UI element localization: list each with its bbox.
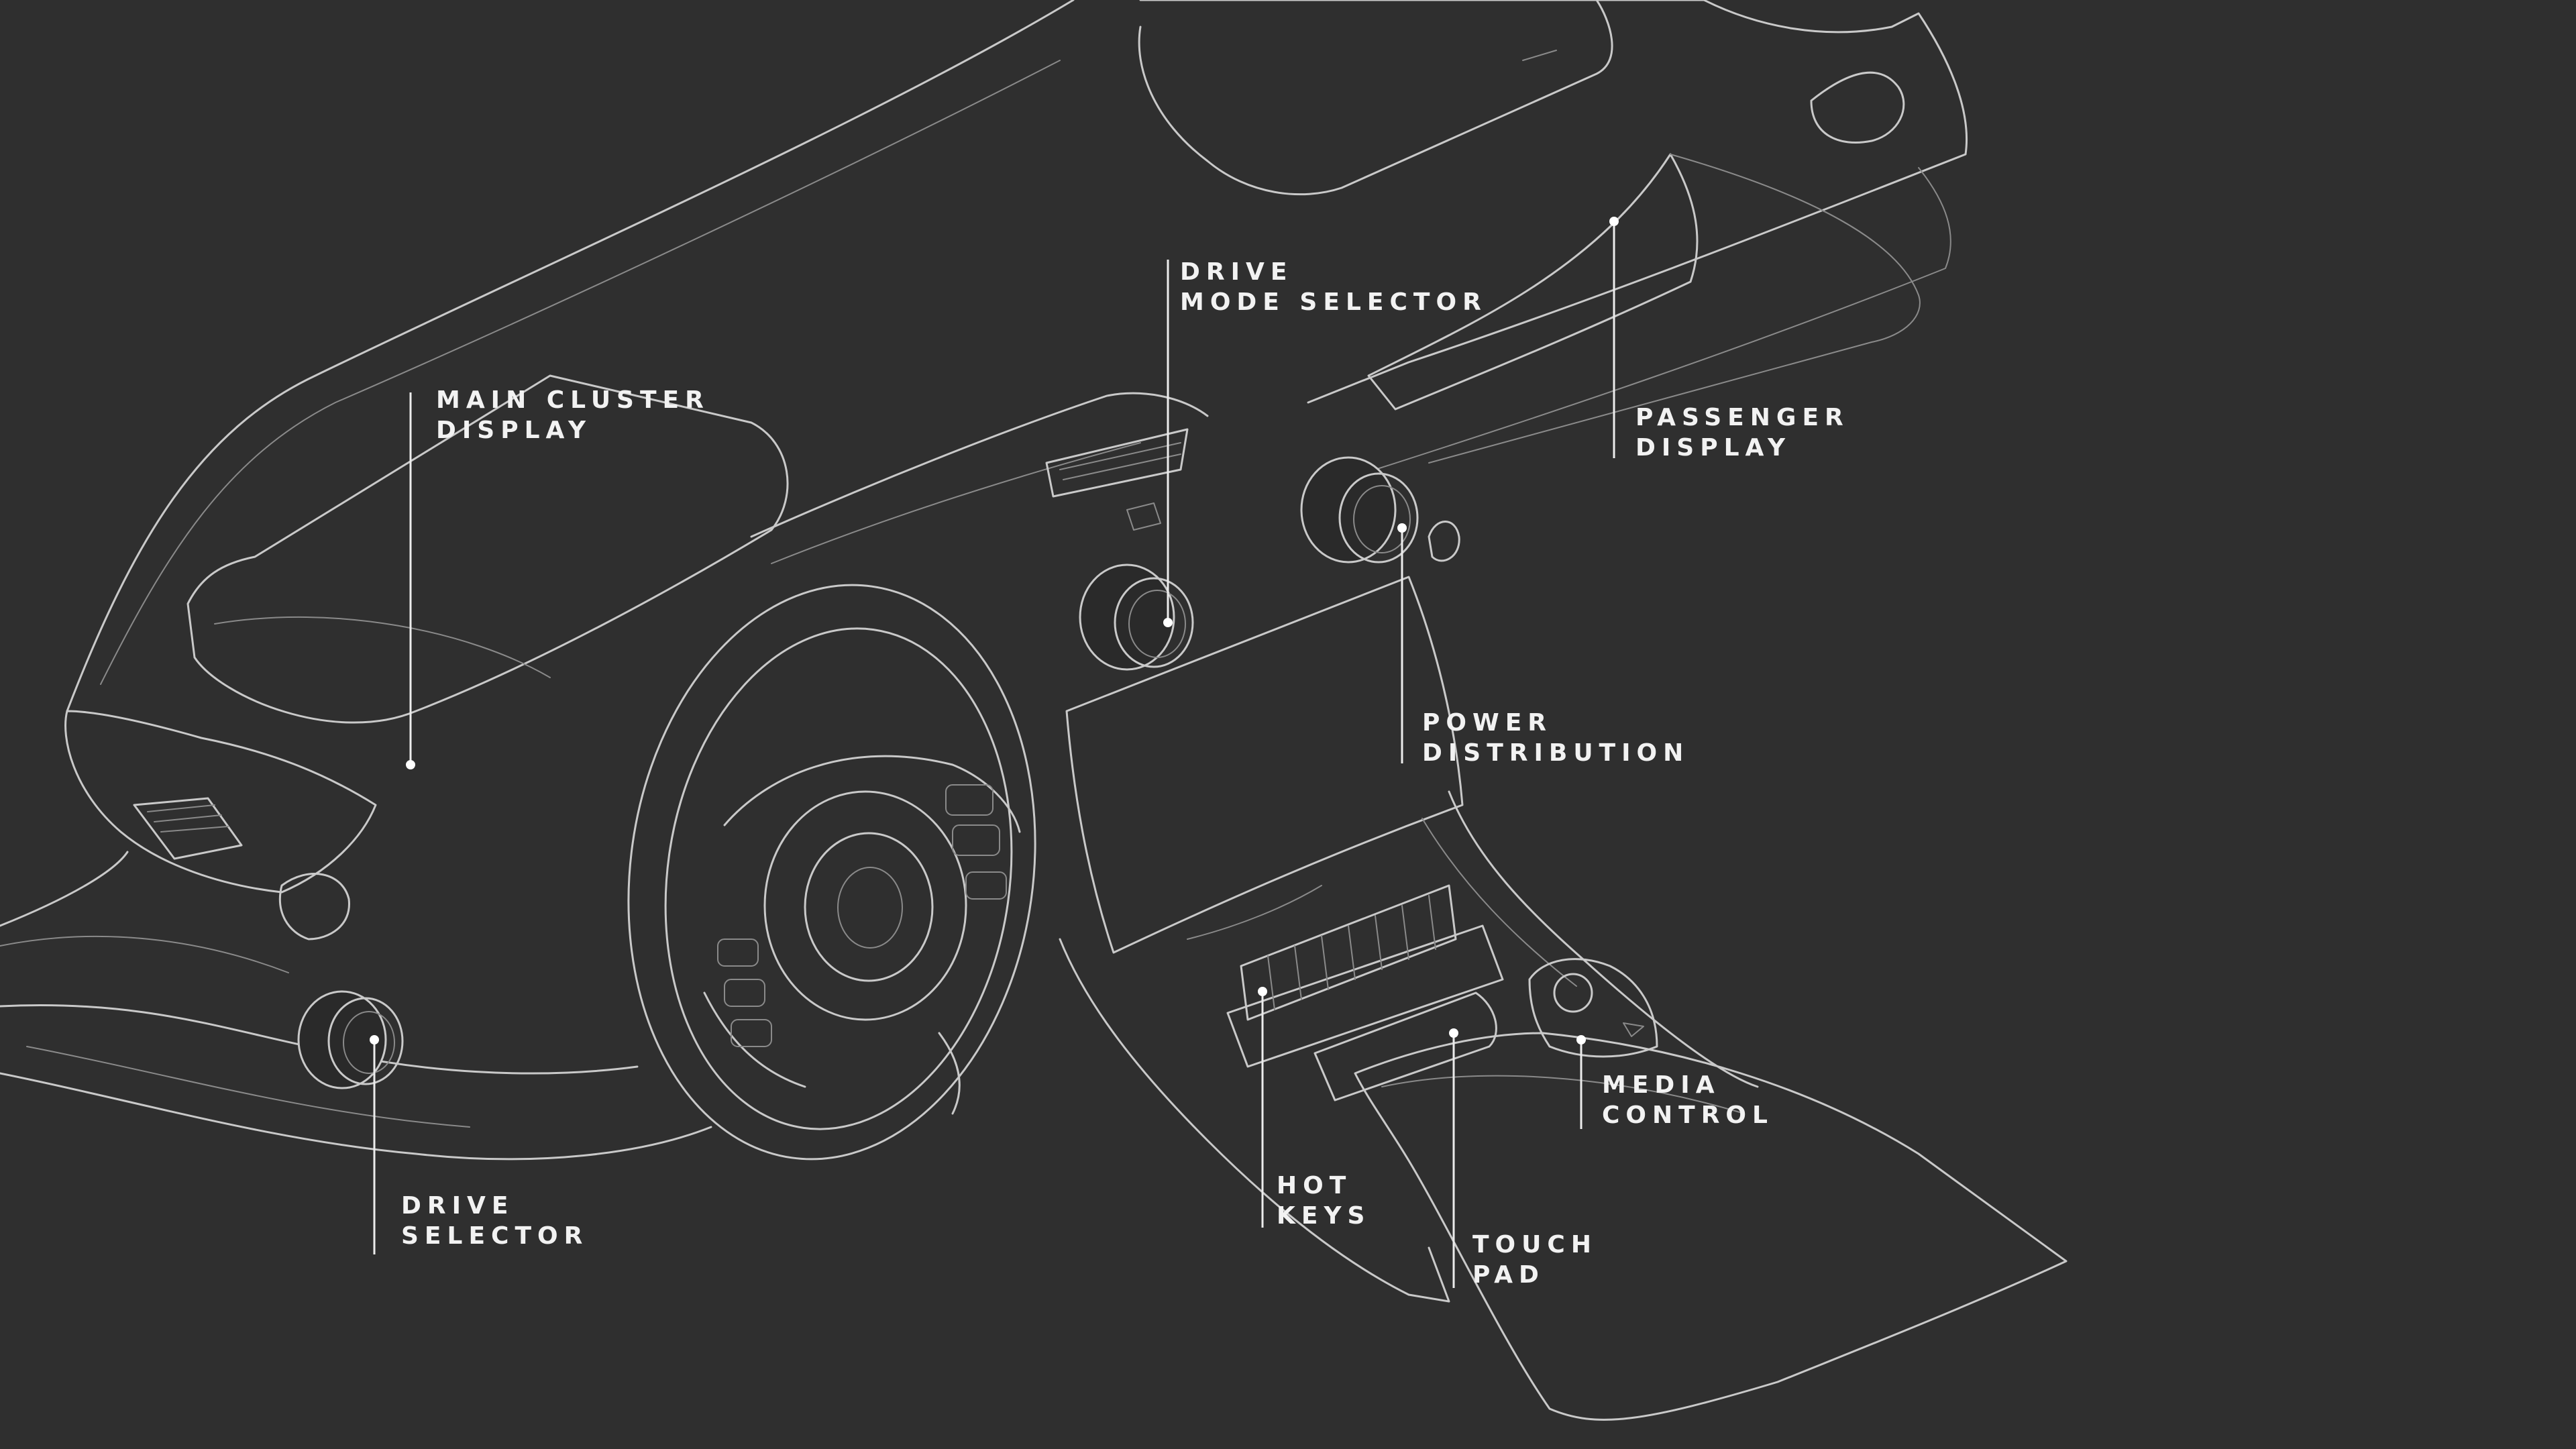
left-vent-lower — [278, 873, 350, 941]
drive-mode-knob — [1079, 564, 1194, 671]
left-lower-sweep — [0, 851, 129, 927]
passenger-display-panel — [1367, 153, 1699, 411]
passenger-hood — [1139, 0, 1968, 404]
top-screen — [1138, 0, 1613, 196]
dash-top-inner — [100, 60, 1061, 685]
hot-keys-row — [1240, 884, 1457, 1021]
armrest — [1354, 1032, 2068, 1421]
power-distribution-knob — [1300, 456, 1460, 564]
center-vent — [1045, 428, 1189, 498]
callout-leaders — [370, 217, 1619, 1288]
center-screen — [1065, 576, 1464, 954]
touch-pad — [1313, 991, 1497, 1102]
center-console — [1059, 938, 1450, 1303]
steering-wheel-outer — [627, 584, 1036, 1161]
cluster-left-pod — [64, 710, 377, 894]
drive-selector-knob — [297, 990, 404, 1089]
left-vent — [133, 797, 243, 860]
media-knob — [1553, 973, 1593, 1013]
dash-top-sweep — [66, 0, 1075, 712]
right-vent — [1810, 71, 1905, 144]
steering-hub — [763, 790, 967, 1021]
steering-wheel-inner — [664, 627, 1013, 1130]
media-control-base — [1528, 958, 1658, 1058]
cluster-hood — [186, 374, 789, 724]
steering-airbag — [804, 832, 934, 982]
